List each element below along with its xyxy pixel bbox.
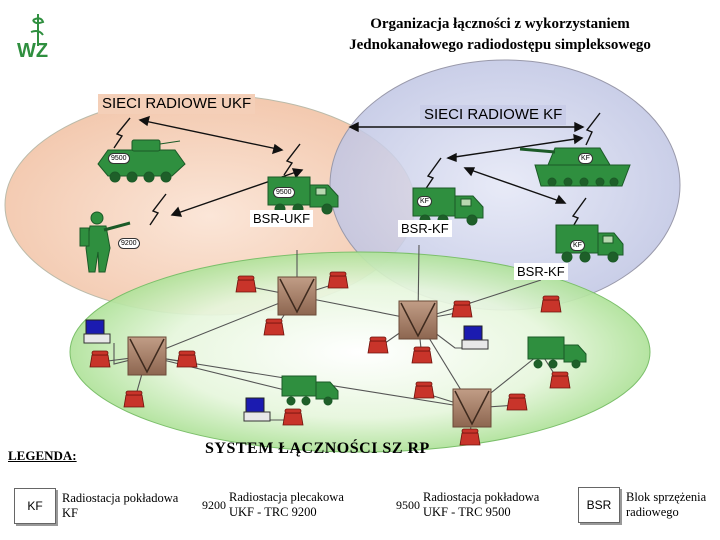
legend-title: LEGENDA:	[8, 448, 77, 463]
tank-radio-tag: KF	[578, 153, 593, 164]
legend-line-2: radiowego	[626, 505, 679, 519]
telephone-icon	[327, 271, 349, 289]
antenna-icon	[113, 117, 131, 149]
telephone-icon	[459, 428, 481, 446]
legend-item: 9500 Radiostacja pokładowa UKF - TRC 950…	[396, 490, 539, 520]
legend-line-1: Radiostacja pokładowa	[62, 491, 179, 505]
switch-node-icon	[398, 300, 438, 340]
telephone-icon	[282, 408, 304, 426]
telephone-icon	[263, 318, 285, 336]
computer-terminal-icon	[243, 397, 271, 422]
computer-terminal-icons	[83, 319, 489, 422]
truck-ukf-radio-tag: 9500	[273, 187, 295, 198]
logo-text: WZ	[17, 40, 49, 62]
computer-terminal-icon	[83, 319, 111, 344]
legend-symbol: 9500	[396, 497, 420, 512]
telephone-icon	[176, 350, 198, 368]
antenna-icon	[283, 143, 301, 176]
legend-item: BSR Blok sprzężenia radiowego	[578, 487, 706, 523]
title-line-1: Organizacja łączności z wykorzystaniem	[370, 16, 630, 32]
soldier-radio-tag: 9200	[118, 238, 140, 249]
antenna-icon	[149, 193, 167, 226]
legend-symbol: KF	[14, 488, 56, 524]
truck-icon	[527, 336, 587, 369]
switch-node-icon	[452, 388, 492, 428]
title-line-2: Jednokanałowego radiodostępu simpleksowe…	[349, 37, 651, 53]
truck-kf2-radio-tag: KF	[570, 240, 585, 251]
legend-symbol: BSR	[578, 487, 620, 523]
legend-item: 9200 Radiostacja plecakowa UKF - TRC 920…	[202, 490, 344, 520]
antenna-icon	[585, 112, 601, 146]
system-network-area	[69, 251, 651, 453]
soldier-icon	[79, 211, 131, 273]
radio-link	[464, 167, 566, 204]
telephone-icon	[451, 300, 473, 318]
telephone-icon	[235, 275, 257, 293]
radio-link	[447, 137, 583, 159]
telephone-icon	[413, 381, 435, 399]
apc-radio-tag: 9500	[108, 153, 130, 164]
telephone-icon	[506, 393, 528, 411]
telephone-icon	[549, 371, 571, 389]
bsr-ukf-label: BSR-UKF	[250, 210, 314, 227]
telephone-icon	[411, 346, 433, 364]
switch-node-icon	[127, 336, 167, 376]
telephone-icon	[123, 390, 145, 408]
telephone-icons	[89, 271, 571, 446]
bsr-kf-label: BSR-KF	[514, 263, 568, 280]
legend-line-2: KF	[62, 506, 78, 520]
legend-line-2: UKF - TRC 9500	[423, 505, 511, 519]
tank-icon	[519, 147, 631, 187]
logo-emblem	[30, 14, 45, 46]
antenna-icon	[570, 197, 587, 231]
telephone-icon	[89, 350, 111, 368]
legend-symbol: 9200	[202, 497, 226, 512]
telephone-icon	[367, 336, 389, 354]
bsr-kf-label: BSR-KF	[398, 220, 452, 237]
antenna-icons	[113, 112, 601, 231]
page-title: Organizacja łączności z wykorzystaniem J…	[300, 14, 700, 56]
truck-kf1-radio-tag: KF	[417, 196, 432, 207]
radio-link	[139, 119, 283, 151]
antenna-icon	[424, 157, 442, 191]
legend-line-1: Radiostacja pokładowa	[423, 490, 540, 504]
computer-terminal-icon	[461, 325, 489, 350]
ukf-network-label: SIECI RADIOWE UKF	[98, 94, 256, 114]
system-label: SYSTEM ŁĄCZNOŚCI SZ RP	[205, 440, 430, 457]
radio-links	[138, 115, 585, 217]
legend-line-1: Blok sprzężenia	[626, 490, 707, 504]
telephone-icon	[540, 295, 562, 313]
legend-line-1: Radiostacja plecakowa	[229, 490, 344, 504]
truck-icon	[281, 375, 339, 406]
switch-node-icon	[277, 276, 317, 316]
legend-line-2: UKF - TRC 9200	[229, 505, 317, 519]
kf-network-label: SIECI RADIOWE KF	[420, 105, 567, 125]
legend-item: KF Radiostacja pokładowa KF	[14, 488, 178, 524]
